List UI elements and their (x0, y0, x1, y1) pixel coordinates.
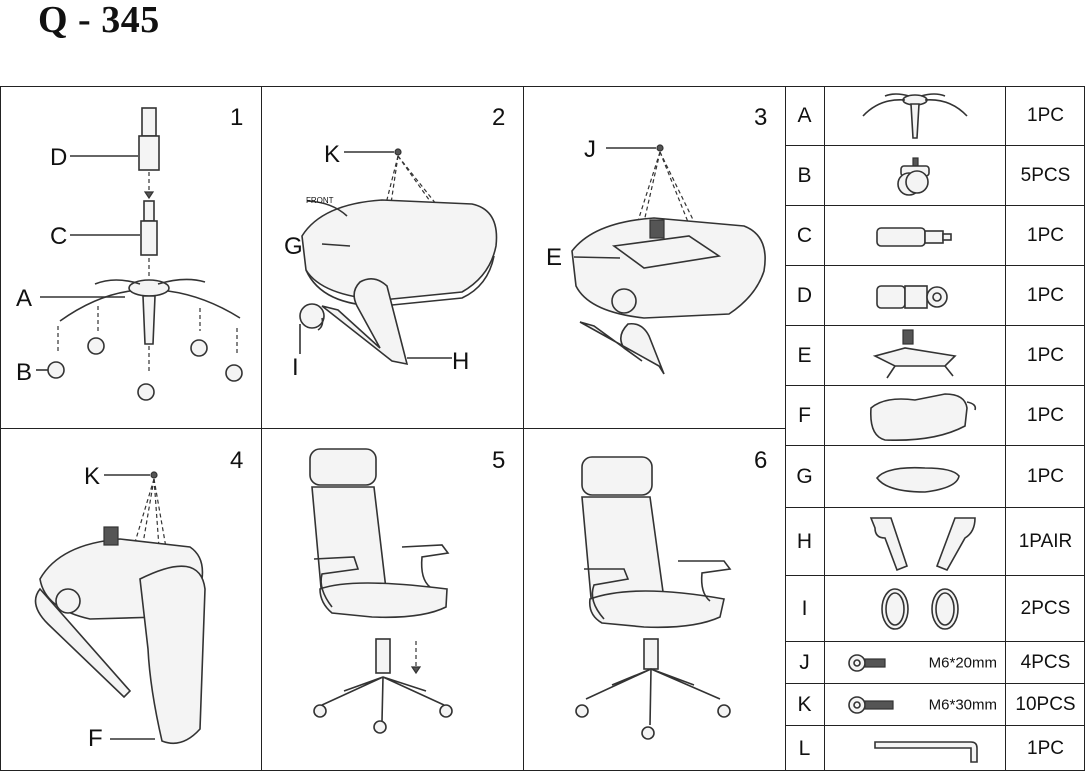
part-qty: 1PC (1027, 104, 1064, 126)
step-number: 3 (754, 104, 768, 131)
label-c: C (50, 223, 68, 250)
part-qty: 2PCS (1020, 597, 1071, 619)
part-row-f: F 1PC (785, 386, 1085, 446)
part-row-g: G 1PC (785, 446, 1085, 508)
part-row-j: J M6*20mm 4PCS (785, 642, 1085, 684)
part-qty: 10PCS (1015, 693, 1076, 715)
bolt-icon: M6*30mm (825, 684, 1006, 725)
step-number: 4 (230, 447, 244, 474)
part-letter: F (785, 386, 825, 445)
label-g: G (284, 233, 303, 260)
label-e: E (546, 244, 563, 271)
part-row-d: D 1PC (785, 266, 1085, 326)
part-letter: E (785, 326, 825, 385)
step-1-panel: 1 D C A B (0, 86, 262, 429)
label-b: B (16, 359, 33, 386)
label-j: J (584, 136, 596, 163)
part-row-h: H 1PAIR (785, 508, 1085, 576)
star-base-icon (825, 86, 1006, 145)
seat-cushion-icon (825, 446, 1006, 507)
part-row-b: B 5PCS (785, 146, 1085, 206)
bolt-size: M6*30mm (928, 696, 997, 713)
caster-wheel-icon (825, 146, 1006, 205)
backrest-icon (825, 386, 1006, 445)
part-row-k: K M6*30mm 10PCS (785, 684, 1085, 726)
mechanism-plate-icon (825, 326, 1006, 385)
step-3-panel: 3 J E (524, 86, 786, 429)
complete-chair-illustration (575, 456, 732, 740)
part-qty: 1PC (1027, 737, 1064, 759)
part-qty: 1PC (1027, 284, 1064, 306)
part-letter: A (785, 86, 825, 145)
part-qty: 1PC (1027, 465, 1064, 487)
chair-body-illustration (309, 448, 453, 734)
part-qty: 4PCS (1020, 651, 1071, 673)
label-d: D (50, 144, 68, 171)
armrest-pair-icon (825, 508, 1006, 575)
part-qty: 1PC (1027, 224, 1064, 246)
label-k: K (324, 141, 341, 168)
part-row-l: L 1PC (785, 726, 1085, 771)
step-number: 5 (492, 447, 506, 474)
document-title: Q - 345 (38, 0, 160, 41)
label-a: A (16, 285, 33, 312)
front-label: FRONT (306, 196, 334, 205)
part-row-a: A 1PC (785, 86, 1085, 146)
part-letter: G (785, 446, 825, 507)
step-4-panel: 4 K F (0, 429, 262, 771)
bolt-size: M6*20mm (928, 654, 997, 671)
step-number: 2 (492, 104, 506, 131)
step-number: 1 (230, 104, 244, 131)
lift-cover-icon (825, 266, 1006, 325)
bolt-icon: M6*20mm (825, 642, 1006, 683)
part-letter: I (785, 576, 825, 641)
part-row-c: C 1PC (785, 206, 1085, 266)
backrest-illustration (34, 471, 206, 745)
part-qty: 1PC (1027, 344, 1064, 366)
part-letter: D (785, 266, 825, 325)
label-k: K (84, 463, 101, 490)
part-qty: 1PC (1027, 404, 1064, 426)
part-row-i: I 2PCS (785, 576, 1085, 642)
label-i: I (292, 354, 299, 381)
label-h: H (452, 348, 470, 375)
part-letter: B (785, 146, 825, 205)
step-number: 6 (754, 447, 768, 474)
part-letter: K (785, 684, 825, 725)
base-assembly-illustration (36, 107, 243, 401)
part-letter: C (785, 206, 825, 265)
part-letter: L (785, 726, 825, 771)
part-qty: 1PAIR (1018, 530, 1073, 552)
part-letter: H (785, 508, 825, 575)
armrest-cap-icon (825, 576, 1006, 641)
part-letter: J (785, 642, 825, 683)
parts-list: A 1PC B 5PCS C 1PC D 1P (785, 86, 1085, 771)
mechanism-illustration (571, 144, 766, 375)
part-row-e: E 1PC (785, 326, 1085, 386)
step-5-panel: 5 (262, 429, 524, 771)
label-f: F (88, 725, 103, 752)
step-6-panel: 6 (524, 429, 786, 771)
gas-lift-icon (825, 206, 1006, 265)
seat-armrest-illustration (299, 148, 498, 366)
allen-key-icon (825, 726, 1006, 771)
part-qty: 5PCS (1020, 164, 1071, 186)
step-2-panel: 2 K FRONT G I H (262, 86, 524, 429)
